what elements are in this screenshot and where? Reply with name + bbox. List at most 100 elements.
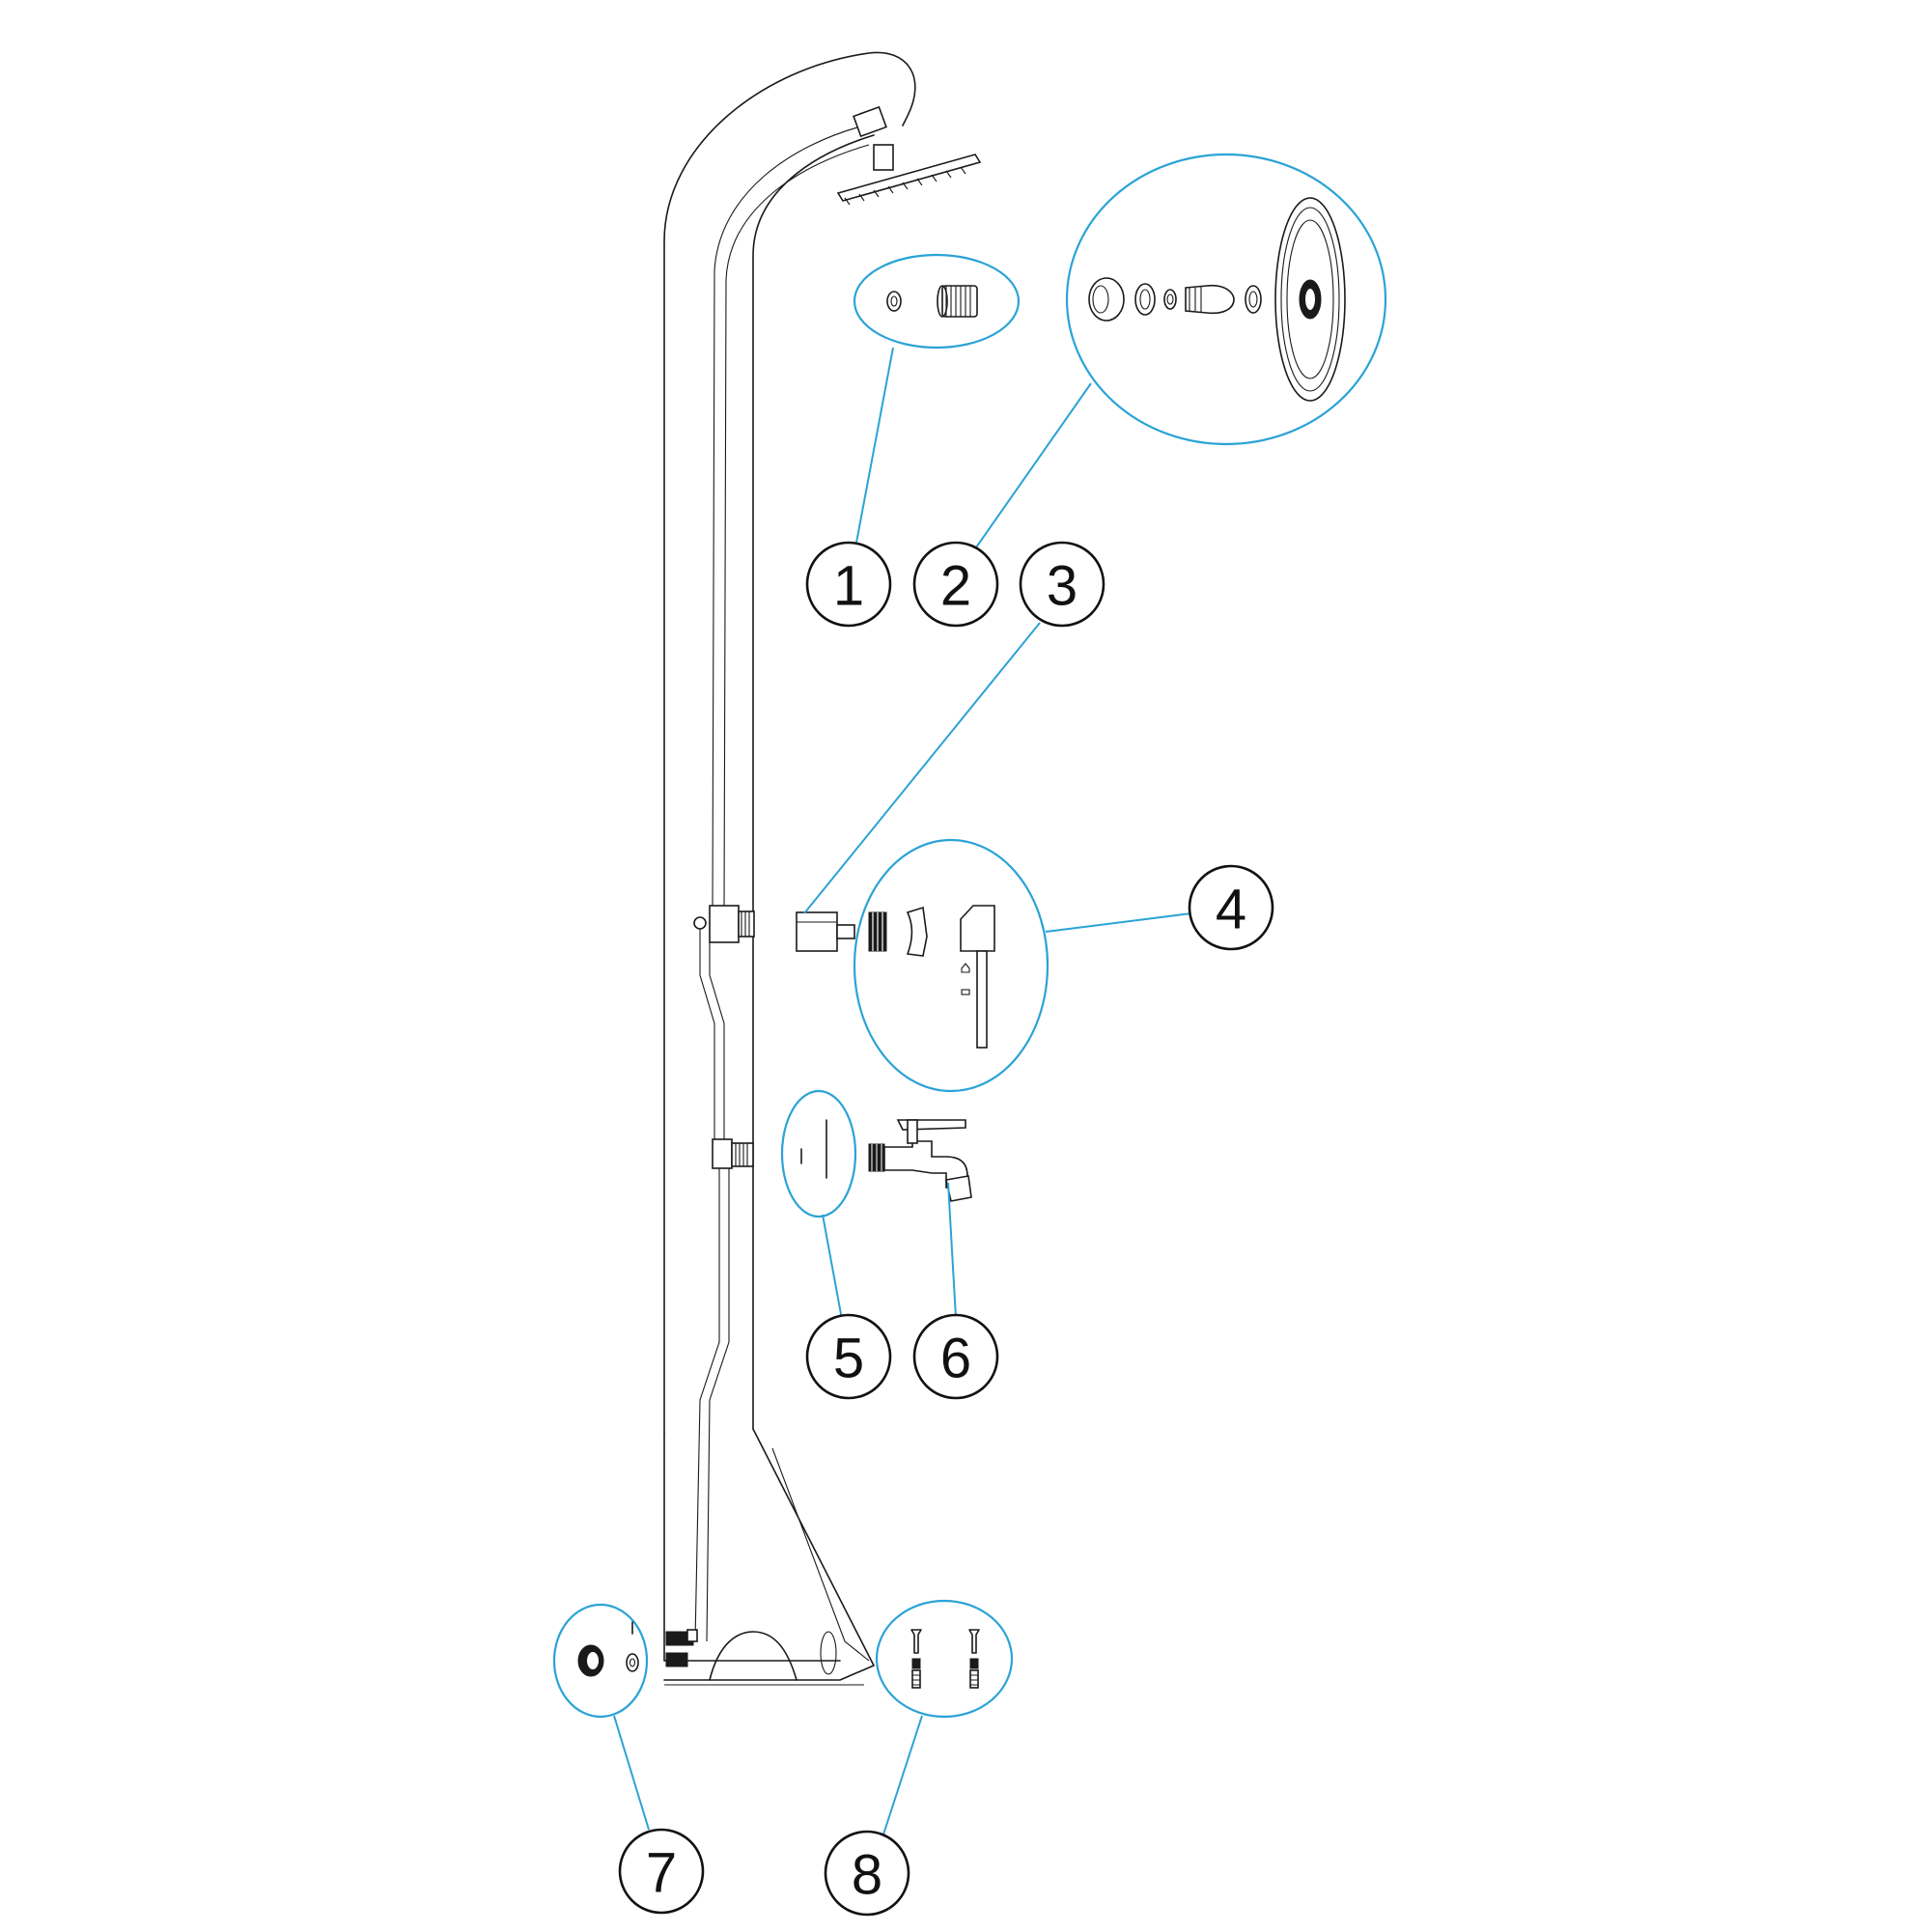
callout-group-8 — [875, 1599, 1014, 1719]
callout-ellipse-7 — [552, 1603, 649, 1719]
lower-hose-outer — [694, 929, 720, 1642]
part-2-ring-c-inner — [1248, 291, 1258, 308]
callout-label-3-ring — [1019, 541, 1105, 628]
leader-line-2 — [975, 382, 1092, 548]
part-7-washer — [626, 1653, 639, 1672]
part-4-set-screw — [961, 963, 970, 973]
part-2-disc-mid — [1280, 207, 1340, 392]
leader-lines — [613, 347, 1192, 1835]
callout-label-2: 2 — [912, 541, 999, 628]
callout-group-7 — [552, 1603, 649, 1719]
bottom-fitting-bottom — [665, 1652, 688, 1667]
part-1-washer — [886, 291, 902, 312]
callout-ellipse-1 — [853, 253, 1021, 350]
part-2-ring-a — [1134, 283, 1156, 316]
callout-label-5: 5 — [805, 1313, 892, 1400]
part-4-small-screw — [961, 989, 970, 995]
part-4-handle-lever — [976, 950, 988, 1049]
part-2-nut-inner — [1092, 285, 1109, 314]
callout-ellipse-5 — [780, 1089, 857, 1218]
callout-ellipse-2 — [1065, 153, 1387, 446]
middle-coupling — [712, 1138, 733, 1169]
callout-label-8: 8 — [824, 1830, 910, 1917]
callout-label-8-text: 8 — [852, 1844, 882, 1907]
column-inner-contour — [752, 134, 875, 1430]
shower-head — [836, 105, 982, 206]
part-1-nipple-end — [937, 285, 948, 318]
part-6-tap-thread-lines — [871, 1144, 882, 1171]
part-2-disc-inner — [1286, 219, 1334, 379]
part-2-ring-a-inner — [1139, 289, 1151, 310]
part-3-cartridge-stem — [836, 924, 855, 939]
callout-label-4-text: 4 — [1216, 879, 1246, 941]
base-foot-oval — [820, 1631, 837, 1675]
callout-group-1 — [853, 253, 1021, 350]
shower-head-plate — [836, 154, 982, 202]
leader-line-8 — [882, 1715, 923, 1835]
part-8-screw-left — [910, 1629, 922, 1689]
leader-line-3 — [803, 622, 1041, 914]
part-6-tap-lever-stem — [907, 1119, 918, 1144]
lower-hose-inner — [706, 942, 730, 1642]
part-2-ball-joint-lines — [1189, 287, 1202, 312]
part-2-ring-b-inner — [1166, 294, 1174, 305]
callout-group-5 — [780, 1089, 857, 1218]
part-3-cartridge-body — [796, 911, 838, 952]
callout-label-1-text: 1 — [833, 555, 864, 618]
callout-label-2-ring — [912, 541, 999, 628]
callout-label-6: 6 — [912, 1313, 999, 1400]
part-7-washer-hole — [629, 1658, 636, 1667]
column-left-line — [663, 1433, 841, 1662]
valve-assembly — [665, 905, 755, 1667]
part-1-thread-lines — [945, 286, 971, 317]
callout-label-6-ring — [912, 1313, 999, 1400]
callout-label-1: 1 — [805, 541, 892, 628]
callout-label-4-ring — [1188, 864, 1274, 951]
callout-ellipse-8 — [875, 1599, 1014, 1719]
part-6-tap — [868, 1119, 972, 1202]
upper-valve-body — [709, 905, 740, 943]
upper-valve-nut — [693, 916, 707, 930]
callout-label-5-ring — [805, 1313, 892, 1400]
leader-line-5 — [822, 1214, 844, 1326]
callout-label-8-ring — [824, 1830, 910, 1917]
internal-hose — [712, 125, 865, 909]
column-outer-contour — [663, 51, 916, 1435]
base-front-slope — [663, 1428, 875, 1681]
callout-label-7: 7 — [618, 1828, 705, 1915]
part-7-nut-hole — [587, 1652, 599, 1669]
callout-ellipse-4 — [853, 838, 1049, 1093]
part-4-threaded-ring-lines — [872, 912, 883, 951]
callout-label-5-text: 5 — [833, 1328, 864, 1390]
leader-line-1 — [855, 347, 894, 544]
callout-label-3: 3 — [1019, 541, 1105, 628]
shower-head-joint — [873, 144, 894, 171]
callout-group-2 — [1065, 153, 1387, 446]
internal-hose-inner — [723, 144, 870, 909]
middle-coupling-thread — [731, 1142, 754, 1167]
part-2-nut — [1088, 277, 1125, 322]
shower-base — [663, 1428, 875, 1686]
part-2-disc-outer — [1274, 197, 1346, 402]
leader-line-6 — [947, 1182, 957, 1319]
shower-head-nipple — [853, 105, 887, 138]
part-3-cartridge — [796, 911, 855, 952]
part-1-washer-hole — [890, 295, 898, 307]
callout-label-2-text: 2 — [940, 555, 971, 618]
part-4-handle-head — [960, 905, 995, 952]
callout-label-7-ring — [618, 1828, 705, 1915]
base-arch — [709, 1631, 798, 1681]
part-6-tap-spout — [945, 1175, 972, 1202]
callout-group-4 — [853, 838, 1049, 1093]
upper-valve-thread-lines — [741, 911, 750, 937]
bottom-fitting-cap — [686, 1629, 698, 1642]
part-4-escutcheon — [906, 906, 928, 957]
callout-label-1-ring — [805, 541, 892, 628]
callout-label-7-text: 7 — [646, 1842, 677, 1905]
upper-valve-thread — [738, 910, 755, 938]
shower-column — [663, 51, 916, 1662]
part-2-ball-joint — [1185, 284, 1235, 315]
shower-head-nozzles — [844, 166, 966, 206]
callout-label-3-text: 3 — [1047, 555, 1077, 618]
